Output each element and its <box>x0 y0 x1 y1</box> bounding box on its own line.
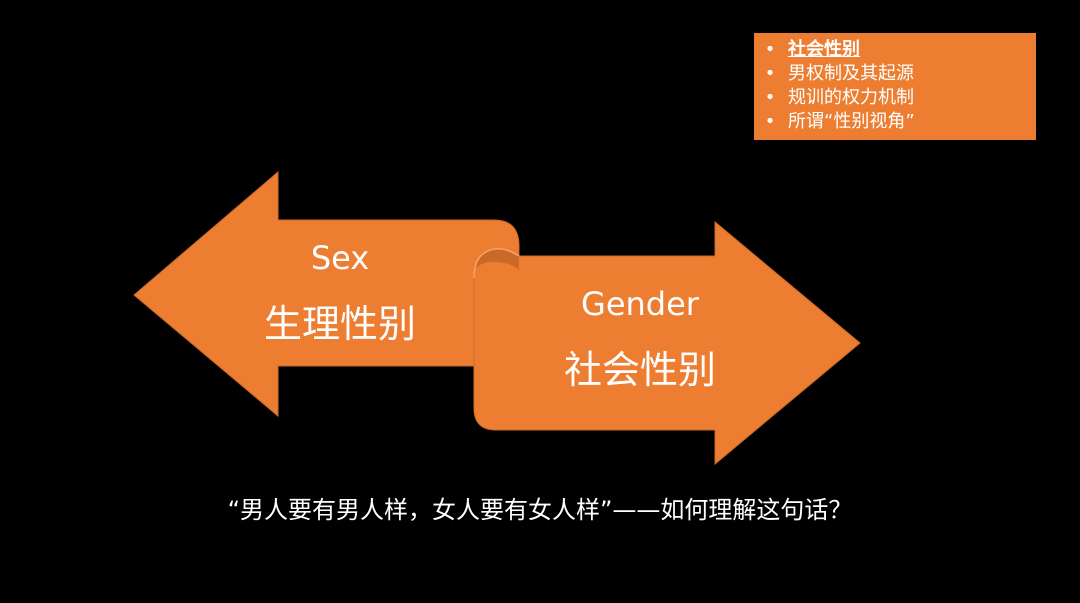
bullet-icon: • <box>764 87 776 108</box>
agenda-list: • 社会性别 • 男权制及其起源 • 规训的权力机制 • 所谓“性别视角” <box>762 38 1036 134</box>
agenda-item-label: 社会性别 <box>788 39 860 60</box>
ribbon-fold-highlight <box>473 248 520 279</box>
agenda-item-gender-perspective[interactable]: • 所谓“性别视角” <box>762 110 1036 134</box>
sex-chinese-label: 生理性别 <box>263 302 416 346</box>
gender-english-label: Gender <box>581 285 699 323</box>
bullet-icon: • <box>764 111 776 132</box>
ribbon-fold-shape <box>474 248 519 278</box>
right-arrow-shape <box>473 220 861 466</box>
bullet-icon: • <box>764 39 776 60</box>
agenda-box: • 社会性别 • 男权制及其起源 • 规训的权力机制 • 所谓“性别视角” <box>754 33 1036 140</box>
agenda-item-patriarchy[interactable]: • 男权制及其起源 <box>762 62 1036 86</box>
gender-chinese-label: 社会性别 <box>563 348 716 392</box>
question-caption: “男人要有男人样，女人要有女人样”——如何理解这句话？ <box>227 496 853 524</box>
agenda-item-social-gender[interactable]: • 社会性别 <box>762 38 1036 62</box>
sex-english-label: Sex <box>310 239 370 277</box>
agenda-item-label: 男权制及其起源 <box>788 63 914 84</box>
agenda-item-label: 规训的权力机制 <box>788 87 914 108</box>
left-arrow-shape <box>133 170 520 418</box>
agenda-item-label: 所谓“性别视角” <box>788 111 915 132</box>
agenda-item-discipline-power[interactable]: • 规训的权力机制 <box>762 86 1036 110</box>
bullet-icon: • <box>764 63 776 84</box>
